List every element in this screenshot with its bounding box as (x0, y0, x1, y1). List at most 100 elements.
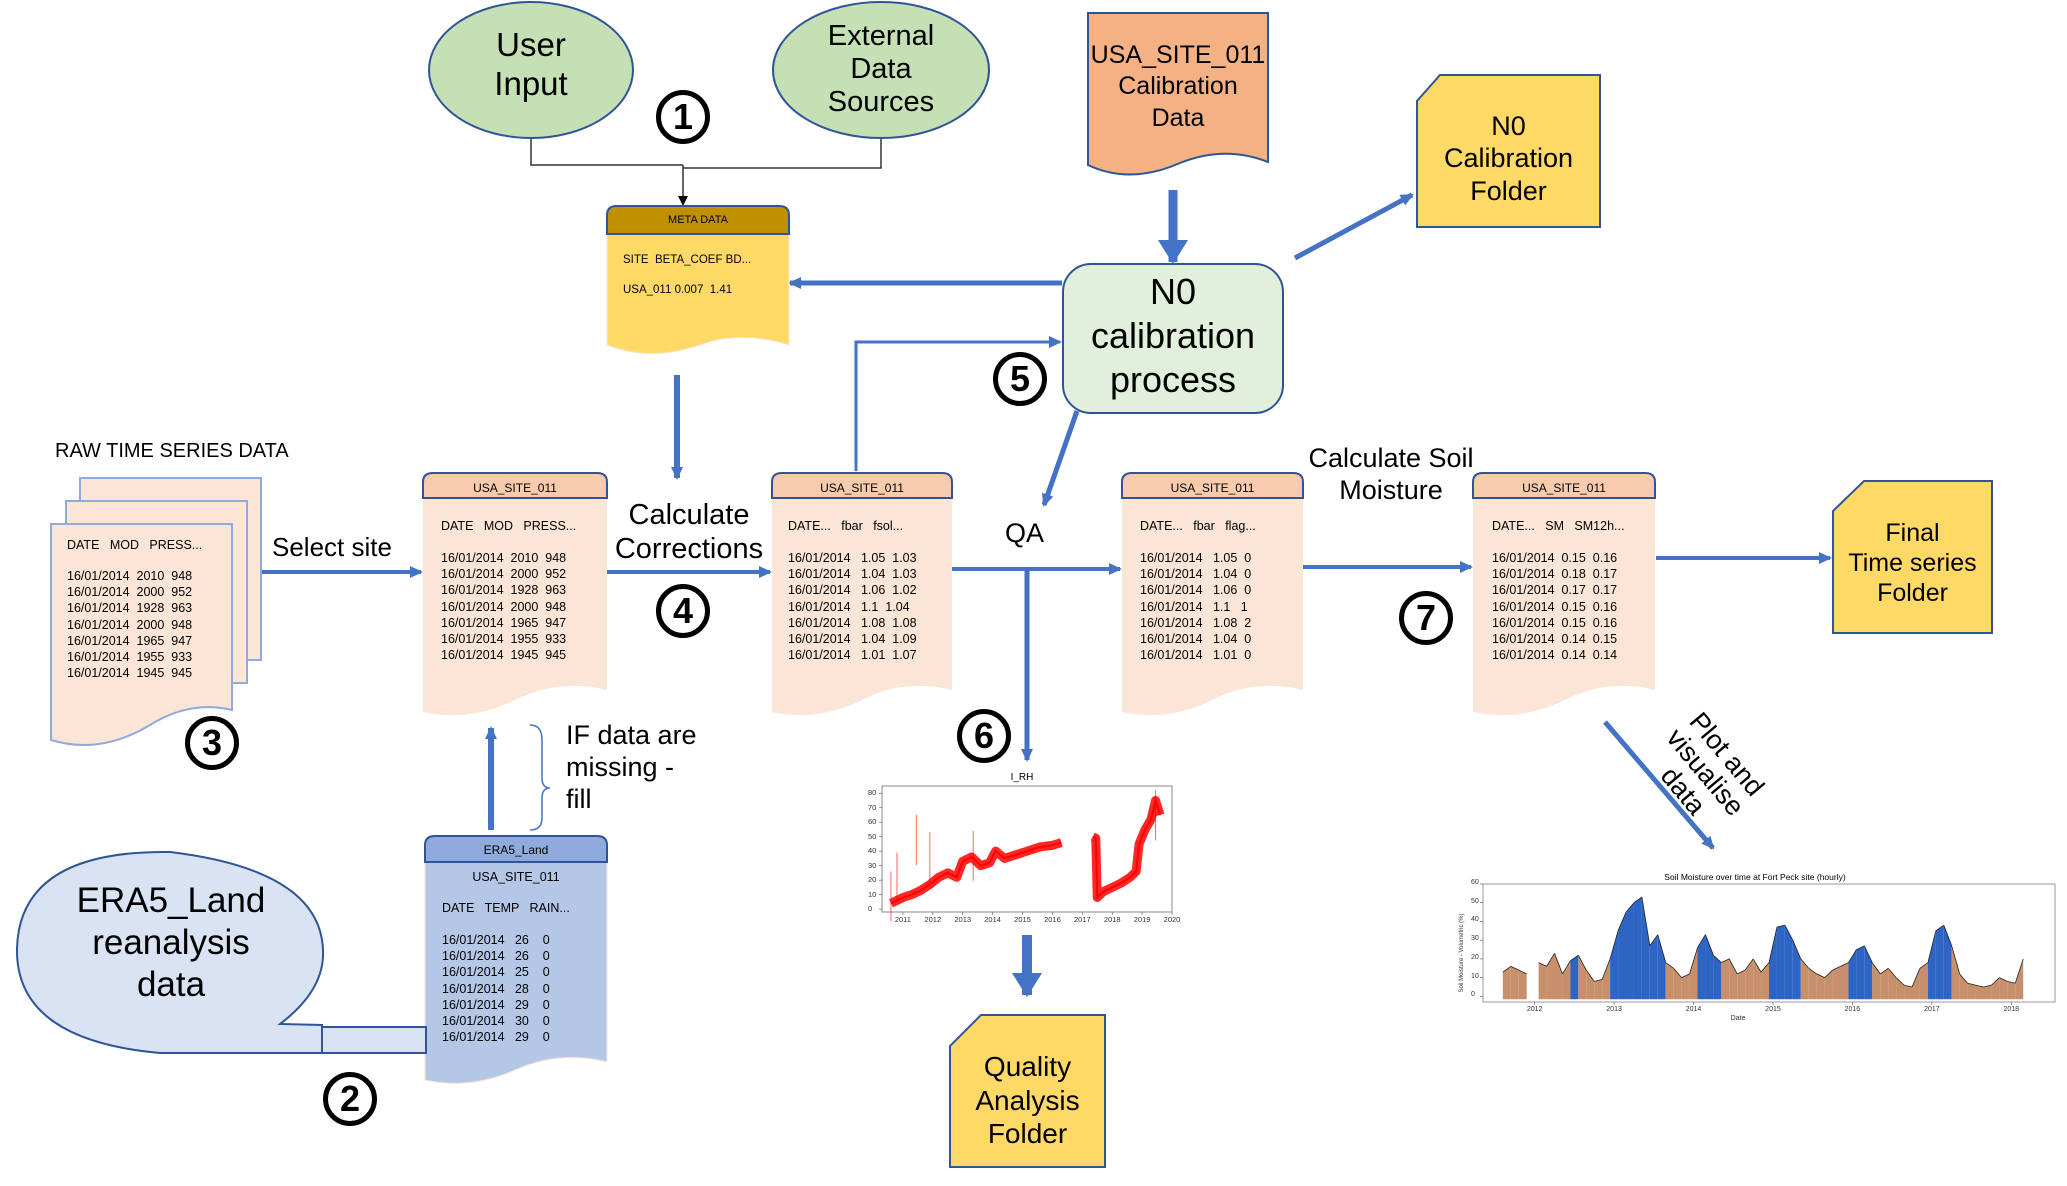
step-6-badge: 6 (957, 709, 1011, 763)
sm-line-segment (1721, 958, 1730, 964)
meta-data-document (606, 205, 790, 354)
sm-line-segment (1594, 979, 1603, 982)
soil-moisture-plot: Soil Moisture over time at Fort Peck sit… (1450, 870, 2060, 1030)
sm-line-segment (1510, 966, 1519, 971)
sm-area-segment (1808, 968, 1817, 1000)
site-corrections-row: 16/01/2014 1.06 1.02 (788, 583, 917, 597)
irh-ytick-label: 80 (868, 788, 877, 798)
sm-line-segment (1585, 969, 1595, 982)
sm-line-segment (2007, 981, 2016, 984)
sm-area-segment (1943, 925, 1952, 1000)
site-raw-row: 16/01/2014 1955 933 (441, 632, 567, 646)
quality-analysis-folder: Quality Analysis Folder (975, 1051, 1080, 1150)
site-doc-qa-shape (1121, 472, 1304, 716)
sm-area-segment (1983, 985, 1992, 1000)
era5-row: 16/01/2014 29 0 (442, 1030, 550, 1044)
irh-xtick-label: 2014 (984, 915, 1001, 924)
sm-line-segment (1689, 947, 1698, 975)
site-raw-header: USA_SITE_011 (473, 481, 557, 495)
era5-row: 16/01/2014 28 0 (442, 982, 550, 996)
site-corrections-row: 16/01/2014 1.08 1.08 (788, 616, 917, 630)
step-4-badge: 4 (656, 584, 710, 638)
sm-line-segment (1570, 954, 1579, 962)
irh-series-line (890, 841, 1062, 905)
qa-label: QA (1005, 518, 1045, 548)
irh-xtick-label: 2013 (954, 915, 972, 924)
irh-series-line (1092, 796, 1161, 900)
era5-doc-shape (424, 835, 608, 1084)
site-sm-row: 16/01/2014 0.15 0.16 (1492, 600, 1618, 614)
sm-line-segment (1951, 945, 1961, 975)
site-corrections-row: 16/01/2014 1.04 1.09 (788, 632, 917, 646)
irh-xtick-label: 2012 (924, 915, 942, 924)
era5-row: 16/01/2014 30 0 (442, 1014, 550, 1028)
sm-line-segment (1601, 958, 1611, 980)
sm-area-segment (1610, 930, 1619, 1000)
external-data-ellipse (772, 1, 990, 139)
site-qa-row: 16/01/2014 1.04 0 (1140, 632, 1252, 646)
sm-area-segment (1824, 970, 1833, 1000)
site-qa-row: 16/01/2014 1.01 0 (1140, 648, 1252, 662)
sm-area-segment (1681, 973, 1690, 1000)
site-corrections-row: 16/01/2014 1.01 1.07 (788, 648, 917, 662)
sm-area-segment (1912, 968, 1920, 1000)
sm-area-segment (1800, 958, 1809, 1000)
irh-xtick-label: 2018 (1103, 915, 1121, 924)
irh-xtick-label: 2020 (1163, 915, 1181, 924)
sm-area-segment (1951, 945, 1960, 1000)
irh-xtick-label: 2019 (1133, 915, 1151, 924)
sm-ytick-label: 40 (1471, 916, 1479, 924)
site-qa-row: 16/01/2014 1.06 0 (1140, 583, 1252, 597)
era5-table-columns: DATE TEMP RAIN... (442, 901, 570, 915)
site-qa-columns: DATE... fbar flag... (1140, 519, 1256, 533)
irh-ytick-label: 60 (868, 817, 877, 827)
era5-row: 16/01/2014 26 0 (442, 933, 550, 947)
irh-ytick-label: 0 (868, 904, 873, 914)
sm-line-segment (1577, 954, 1587, 971)
n0-calibration-folder: N0 Calibration Folder (1443, 111, 1574, 206)
raw-row: 16/01/2014 1965 947 (67, 634, 193, 648)
sm-ytick-label: 30 (1471, 935, 1479, 943)
sm-area-segment (1991, 977, 2000, 1000)
sm-line-segment (1919, 962, 1929, 969)
input-connector (530, 138, 882, 206)
sm-line-segment (1895, 977, 1905, 986)
sm-area-segment (1737, 970, 1746, 1000)
sm-line-segment (1641, 897, 1651, 946)
sm-line-segment (1959, 973, 1968, 984)
step-3-badge: 3 (185, 716, 239, 770)
sm-area-segment (1919, 962, 1928, 1000)
sm-line-segment (1633, 896, 1643, 904)
arrow-n0-to-qa (1041, 410, 1080, 507)
irh-xtick-label: 2011 (894, 915, 911, 924)
site-sm-row: 16/01/2014 0.14 0.14 (1492, 648, 1618, 662)
qa-folder-shape (949, 1014, 1106, 1168)
sm-line-segment (1502, 966, 1512, 973)
site-sm-row: 16/01/2014 0.14 0.15 (1492, 632, 1618, 646)
site-doc-corrections-shape (771, 472, 953, 716)
site-raw-row: 16/01/2014 2000 952 (441, 567, 567, 581)
sm-line-segment (1705, 934, 1714, 956)
sm-area-segment (1832, 966, 1841, 1000)
sm-line-segment (1554, 953, 1563, 975)
sm-area-segment (1904, 985, 1912, 1000)
irh-plot-title: I_RH (1010, 772, 1034, 783)
sm-xtick-label: 2013 (1606, 1006, 1622, 1013)
sm-xtick-label: 2017 (1924, 1006, 1940, 1013)
sm-area-segment (1586, 970, 1595, 1000)
raw-series-columns: DATE MOD PRESS... (67, 538, 203, 552)
sm-line-segment (1609, 930, 1619, 960)
sm-line-segment (1840, 962, 1849, 967)
site-doc-sm-shape (1472, 472, 1656, 716)
site-raw-row: 16/01/2014 1965 947 (441, 616, 567, 630)
site-qa-row: 16/01/2014 1.04 0 (1140, 567, 1252, 581)
sm-line-segment (1737, 969, 1746, 975)
sm-xtick-label: 2014 (1685, 1006, 1702, 1013)
final-folder-shape (1832, 480, 1993, 634)
sm-area-segment (1594, 979, 1603, 1000)
sm-line-segment (1681, 973, 1690, 979)
calibration-data-label: USA_SITE_011 Calibration Data (1090, 41, 1266, 132)
sm-line-segment (1744, 958, 1754, 971)
era5-table-site: USA_SITE_011 (472, 870, 560, 884)
era5-table-header: ERA5_Land (483, 843, 549, 857)
